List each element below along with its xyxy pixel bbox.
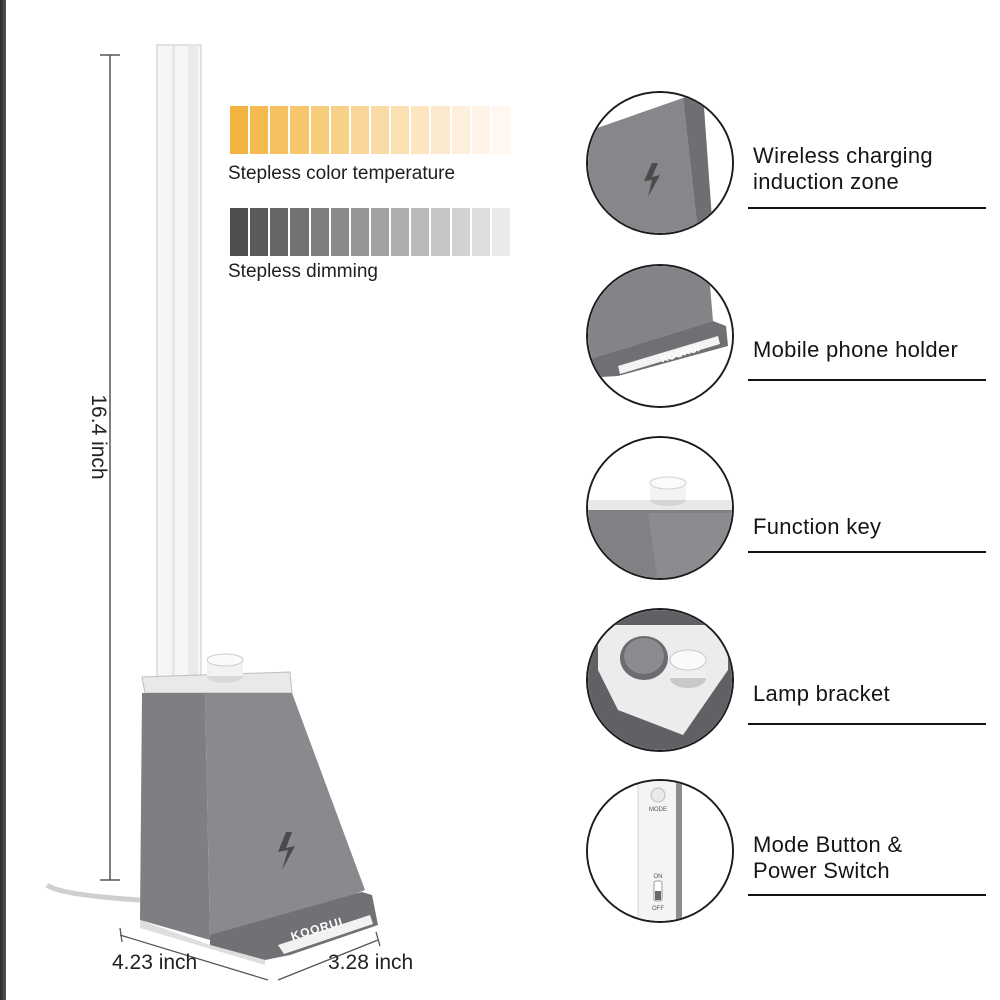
base-body-front: [205, 693, 365, 940]
feature-divider-2: [748, 379, 986, 381]
dimming-swatch: [270, 208, 289, 256]
height-dimension-line: [100, 54, 120, 881]
mode-text: MODE: [649, 807, 667, 813]
temperature-swatch: [471, 106, 490, 154]
function-key-icon: [586, 436, 734, 580]
temperature-swatch: [491, 106, 510, 154]
temperature-swatch: [270, 106, 289, 154]
feature-divider-5: [748, 894, 986, 896]
base-body-left: [140, 693, 210, 940]
feature-label-wireless-charging: Wireless charging induction zone: [753, 143, 933, 194]
dimming-swatch: [471, 208, 490, 256]
temperature-swatch: [391, 106, 410, 154]
feature-divider-3: [748, 551, 986, 553]
temperature-swatch: [310, 106, 329, 154]
temperature-swatch: [250, 106, 269, 154]
dimming-swatch: [370, 208, 390, 256]
base-footer: [140, 920, 265, 965]
temperature-swatch: [230, 106, 249, 154]
feature-label-function-key: Function key: [753, 514, 882, 539]
charging-bolt-icon: [278, 832, 295, 870]
temperature-swatch: [451, 106, 470, 154]
dimming-swatch: [411, 208, 430, 256]
dimming-swatch: [290, 208, 309, 256]
left-frame-edge: [0, 0, 6, 1000]
dimming-gradient: [230, 208, 510, 256]
temperature-swatch: [431, 106, 450, 154]
wireless-charging-icon: [586, 91, 734, 235]
power-cable: [45, 882, 141, 903]
dimming-swatch: [310, 208, 329, 256]
dimming-swatch: [230, 208, 249, 256]
temperature-swatch: [290, 106, 309, 154]
on-text: ON: [654, 874, 663, 880]
temperature-swatch: [350, 106, 369, 154]
depth-label: 3.28 inch: [328, 951, 414, 974]
mode-switch-icon: MODE ON OFF: [586, 779, 734, 923]
base-holder-lip: [210, 892, 378, 960]
off-text: OFF: [652, 906, 664, 912]
feature-divider-4: [748, 723, 986, 725]
temperature-swatch: [411, 106, 430, 154]
dimming-swatch: [491, 208, 510, 256]
dimming-swatch: [391, 208, 410, 256]
feature-label-phone-holder: Mobile phone holder: [753, 337, 959, 362]
color-temperature-caption: Stepless color temperature: [228, 163, 456, 184]
feature-label-lamp-bracket: Lamp bracket: [753, 681, 890, 706]
lamp-illustration: KOORUI 16.4 inch 4.23 inch 3.28 inch: [45, 44, 414, 981]
light-tube: [156, 44, 202, 686]
dimming-swatch: [250, 208, 269, 256]
feature-label-mode-switch: Mode Button & Power Switch: [753, 832, 903, 883]
dimming-caption: Stepless dimming: [228, 261, 378, 282]
width-label: 4.23 inch: [112, 951, 198, 974]
base-holder-strip: [278, 915, 373, 954]
temperature-swatch: [330, 106, 349, 154]
base-dimension-lines: [119, 927, 381, 981]
height-label: 16.4 inch: [87, 394, 110, 480]
dimming-swatch: [451, 208, 470, 256]
feature-divider-1: [748, 207, 986, 209]
lamp-bracket-icon: [586, 608, 734, 752]
phone-holder-icon: KOORUI: [586, 264, 734, 408]
base-function-key: [206, 653, 244, 683]
lamp-drawing: KOORUI: [45, 44, 381, 981]
temperature-swatch: [370, 106, 390, 154]
dimming-swatch: [350, 208, 369, 256]
color-temperature-gradient: [230, 106, 510, 154]
dimming-swatch: [431, 208, 450, 256]
dimming-swatch: [330, 208, 349, 256]
